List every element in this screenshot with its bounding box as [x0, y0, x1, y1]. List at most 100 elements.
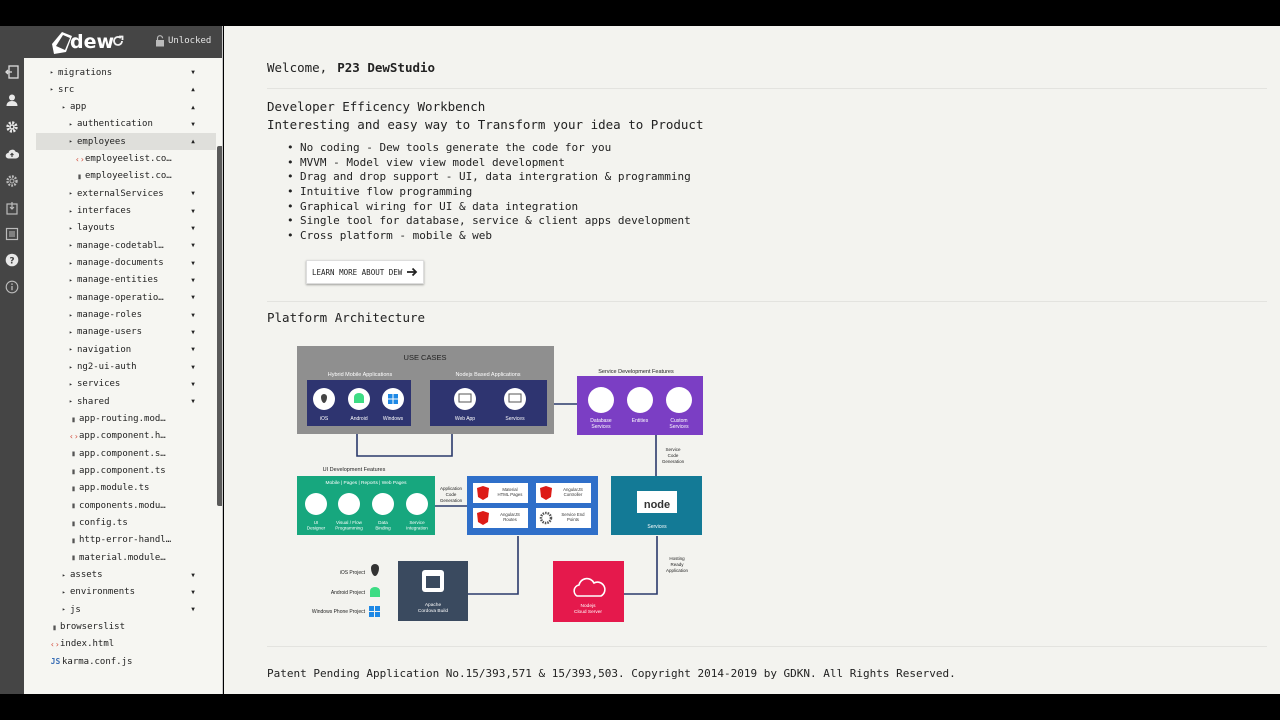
- tree-folder-item[interactable]: ▸interfaces▼: [24, 203, 216, 220]
- dropdown-arrow-icon[interactable]: ▼: [191, 69, 195, 76]
- cloud-upload-icon[interactable]: [4, 146, 20, 162]
- expand-caret-icon[interactable]: ▸: [62, 103, 66, 111]
- dropdown-arrow-icon[interactable]: ▼: [191, 276, 195, 284]
- tree-file-item[interactable]: ▮material.module…: [24, 549, 216, 566]
- tree-file-item[interactable]: ‹›index.html: [24, 636, 216, 653]
- dropdown-arrow-icon[interactable]: ▼: [191, 606, 195, 614]
- collapse-arrow-icon[interactable]: ▲: [191, 138, 195, 146]
- dropdown-arrow-icon[interactable]: ▼: [191, 380, 195, 388]
- expand-caret-icon[interactable]: ▸: [69, 398, 73, 406]
- dropdown-arrow-icon[interactable]: ▼: [191, 398, 195, 406]
- expand-caret-icon[interactable]: ▸: [69, 363, 73, 371]
- tree-file-item[interactable]: ▮app-routing.mod…: [24, 411, 216, 428]
- dropdown-arrow-icon[interactable]: ▼: [191, 190, 195, 198]
- tree-folder-item[interactable]: ▸layouts▼: [24, 220, 216, 237]
- expand-caret-icon[interactable]: ▸: [69, 276, 73, 284]
- tree-file-item[interactable]: ▮config.ts: [24, 515, 216, 532]
- dropdown-arrow-icon[interactable]: ▼: [191, 224, 195, 232]
- service-code-gen-2: Code: [668, 453, 679, 458]
- tree-folder-item[interactable]: ▸src▲: [24, 81, 216, 98]
- dropdown-arrow-icon[interactable]: ▼: [191, 120, 195, 128]
- tree-folder-item[interactable]: ▸manage-operatio…▼: [24, 289, 216, 306]
- help-icon[interactable]: ?: [4, 252, 20, 268]
- tree-folder-item[interactable]: ▸manage-users▼: [24, 324, 216, 341]
- tree-file-item[interactable]: ▮http-error-handl…: [24, 532, 216, 549]
- tree-file-item[interactable]: ▮app.module.ts: [24, 480, 216, 497]
- db-services-label-2: Services: [591, 424, 611, 430]
- tree-file-item[interactable]: ▮browserslist: [24, 619, 216, 636]
- tree-file-item[interactable]: ▮employeelist.co…: [24, 168, 216, 185]
- import-icon[interactable]: [4, 200, 20, 216]
- tree-folder-item[interactable]: ▸services▼: [24, 376, 216, 393]
- expand-caret-icon[interactable]: ▸: [69, 311, 73, 319]
- expand-caret-icon[interactable]: ▸: [69, 346, 73, 354]
- user-icon[interactable]: [4, 92, 20, 108]
- windows-label: Windows: [383, 416, 404, 422]
- learn-more-button[interactable]: LEARN MORE ABOUT DEW: [306, 260, 424, 284]
- dropdown-arrow-icon[interactable]: ▼: [191, 363, 195, 371]
- expand-caret-icon[interactable]: ▸: [69, 380, 73, 388]
- dropdown-arrow-icon[interactable]: ▼: [191, 571, 195, 579]
- expand-caret-icon[interactable]: ▸: [69, 259, 73, 267]
- tree-file-item[interactable]: ‹›app.component.h…: [24, 428, 216, 445]
- tree-file-item[interactable]: ▮components.modu…: [24, 497, 216, 514]
- tree-folder-item[interactable]: ▸migrations▼: [24, 64, 216, 81]
- tree-file-item[interactable]: ▮app.component.ts: [24, 463, 216, 480]
- tree-folder-item[interactable]: ▸ng2-ui-auth▼: [24, 359, 216, 376]
- expand-caret-icon[interactable]: ▸: [69, 120, 73, 128]
- tree-folder-item[interactable]: ▸manage-roles▼: [24, 307, 216, 324]
- tree-folder-item[interactable]: ▸app▲: [24, 99, 216, 116]
- tree-folder-item[interactable]: ▸shared▼: [24, 393, 216, 410]
- tree-file-item[interactable]: ▮app.component.s…: [24, 445, 216, 462]
- dropdown-arrow-icon[interactable]: ▼: [191, 328, 195, 336]
- dropdown-arrow-icon[interactable]: ▼: [191, 346, 195, 354]
- tree-folder-item[interactable]: ▸manage-entities▼: [24, 272, 216, 289]
- unlocked-lock-icon[interactable]: [155, 35, 165, 47]
- feature-item: Single tool for database, service & clie…: [287, 214, 691, 229]
- expand-caret-icon[interactable]: ▸: [62, 571, 66, 579]
- expand-caret-icon[interactable]: ▸: [69, 138, 73, 146]
- expand-caret-icon[interactable]: ▸: [69, 328, 73, 336]
- info-icon[interactable]: [4, 279, 20, 295]
- tree-folder-item[interactable]: ▸environments▼: [24, 584, 216, 601]
- settings-outline-icon[interactable]: [4, 173, 20, 189]
- tree-folder-item[interactable]: ▸authentication▼: [24, 116, 216, 133]
- tree-folder-item[interactable]: ▸manage-documents▼: [24, 255, 216, 272]
- expand-caret-icon[interactable]: ▸: [62, 606, 66, 614]
- dropdown-arrow-icon[interactable]: ▼: [191, 294, 195, 302]
- tree-folder-item[interactable]: ▸js▼: [24, 601, 216, 618]
- tree-folder-item[interactable]: ▸navigation▼: [24, 341, 216, 358]
- tree-folder-item[interactable]: ▸externalServices▼: [24, 185, 216, 202]
- expand-caret-icon[interactable]: ▸: [69, 224, 73, 232]
- tree-folder-item[interactable]: ▸manage-codetabl…▼: [24, 237, 216, 254]
- expand-caret-icon[interactable]: ▸: [50, 69, 54, 76]
- dropdown-arrow-icon[interactable]: ▼: [191, 207, 195, 215]
- dropdown-arrow-icon[interactable]: ▼: [191, 242, 195, 250]
- tree-file-item[interactable]: ‹›employeelist.co…: [24, 151, 216, 168]
- expand-caret-icon[interactable]: ▸: [62, 588, 66, 596]
- expand-caret-icon[interactable]: ▸: [69, 294, 73, 302]
- expand-caret-icon[interactable]: ▸: [69, 207, 73, 215]
- expand-caret-icon[interactable]: ▸: [50, 86, 54, 94]
- dew-logo[interactable]: dew: [44, 26, 124, 58]
- dropdown-arrow-icon[interactable]: ▼: [191, 311, 195, 319]
- tree-item-label: assets: [70, 570, 103, 581]
- expand-caret-icon[interactable]: ▸: [69, 242, 73, 250]
- collapse-arrow-icon[interactable]: ▲: [191, 86, 195, 94]
- gear-icon[interactable]: [4, 119, 20, 135]
- scrollbar-thumb[interactable]: [217, 146, 222, 506]
- dropdown-arrow-icon[interactable]: ▼: [191, 259, 195, 267]
- svg-text:dew: dew: [70, 31, 114, 53]
- list-icon[interactable]: [4, 226, 20, 242]
- tree-folder-item[interactable]: ▸employees▲: [36, 133, 216, 151]
- collapse-arrow-icon[interactable]: ▲: [191, 103, 195, 111]
- routes-label-2: Routes: [503, 517, 517, 522]
- dropdown-arrow-icon[interactable]: ▼: [191, 588, 195, 596]
- exit-icon[interactable]: [4, 64, 20, 80]
- refresh-icon[interactable]: [111, 33, 125, 49]
- feature-item: Cross platform - mobile & web: [287, 229, 691, 244]
- lock-status-label[interactable]: Unlocked: [168, 36, 212, 46]
- tree-folder-item[interactable]: ▸ assets ▼: [24, 567, 216, 584]
- expand-caret-icon[interactable]: ▸: [69, 190, 73, 198]
